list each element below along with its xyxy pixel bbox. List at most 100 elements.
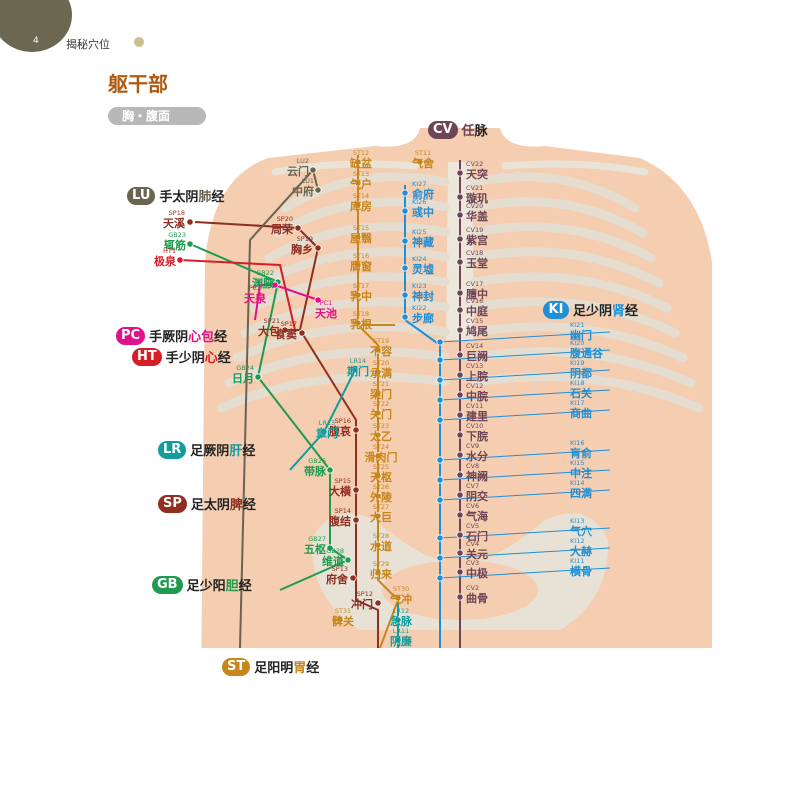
acupoint-SP14[interactable] [352, 516, 360, 524]
acupoint-KI18[interactable] [436, 396, 444, 404]
acupoint-CV14[interactable] [456, 351, 464, 359]
acupoint-ST30[interactable] [394, 594, 402, 602]
acupoint-CV16[interactable] [456, 306, 464, 314]
acupoint-ST14[interactable] [354, 201, 362, 209]
acupoint-ST20[interactable] [374, 368, 382, 376]
acupoint-CV13[interactable] [456, 371, 464, 379]
acupoint-CV10[interactable] [456, 431, 464, 439]
acupoint-SP15[interactable] [352, 486, 360, 494]
acupoint-LU2[interactable] [309, 166, 317, 174]
acupoint-CV5[interactable] [456, 531, 464, 539]
acupoint-name: 食窦 [275, 327, 297, 341]
acupoint-code: CV19 [466, 226, 483, 234]
acupoint-PC2[interactable] [271, 281, 279, 289]
acupoint-SP17[interactable] [298, 329, 306, 337]
acupoint-KI24[interactable] [401, 264, 409, 272]
acupoint-KI13[interactable] [436, 534, 444, 542]
acupoint-SP12[interactable] [374, 599, 382, 607]
acupoint-ST24[interactable] [374, 452, 382, 460]
acupoint-KI19[interactable] [436, 376, 444, 384]
acupoint-ST26[interactable] [374, 492, 382, 500]
acupoint-ST12[interactable] [354, 158, 362, 166]
acupoint-CV12[interactable] [456, 391, 464, 399]
acupoint-KI15[interactable] [436, 476, 444, 484]
acupoint-KI27[interactable] [401, 189, 409, 197]
acupoint-SP20[interactable] [294, 224, 302, 232]
acupoint-ST23[interactable] [374, 431, 382, 439]
acupoint-KI16[interactable] [436, 456, 444, 464]
acupoint-GB23[interactable] [186, 240, 194, 248]
acupoint-SP16[interactable] [352, 426, 360, 434]
acupoint-LR14[interactable] [351, 366, 359, 374]
acupoint-CV9[interactable] [456, 451, 464, 459]
acupoint-ST21[interactable] [374, 389, 382, 397]
acupoint-CV22[interactable] [456, 169, 464, 177]
acupoint-CV19[interactable] [456, 235, 464, 243]
acupoint-CV15[interactable] [456, 326, 464, 334]
acupoint-CV7[interactable] [456, 491, 464, 499]
acupoint-GB26[interactable] [326, 466, 334, 474]
acupoint-LR13[interactable] [320, 428, 328, 436]
acupoint-GB28[interactable] [344, 556, 352, 564]
acupoint-CV17[interactable] [456, 289, 464, 297]
acupoint-ST22[interactable] [374, 409, 382, 417]
acupoint-GB24[interactable] [254, 373, 262, 381]
acupoint-ST19[interactable] [374, 346, 382, 354]
acupoint-KI26[interactable] [401, 207, 409, 215]
acupoint-KI12[interactable] [436, 554, 444, 562]
acupoint-CV20[interactable] [456, 211, 464, 219]
acupoint-SP13[interactable] [349, 574, 357, 582]
acupoint-KI20[interactable] [436, 356, 444, 364]
acupoint-ST16[interactable] [354, 261, 362, 269]
acupoint-GB27[interactable] [326, 544, 334, 552]
acupoint-ST17[interactable] [354, 291, 362, 299]
acupoint-SP18[interactable] [186, 218, 194, 226]
acupoint-name: 阴交 [466, 489, 488, 503]
acupoint-KI11[interactable] [436, 574, 444, 582]
acupoint-name: 建里 [466, 409, 488, 423]
acupoint-CV2[interactable] [456, 593, 464, 601]
acupoint-ST11[interactable] [416, 158, 424, 166]
acupoint-CV18[interactable] [456, 258, 464, 266]
acupoint-LU1[interactable] [314, 186, 322, 194]
acupoint-ST13[interactable] [354, 179, 362, 187]
acupoint-SP19[interactable] [314, 244, 322, 252]
acupoint-KI21[interactable] [436, 338, 444, 346]
sub-tab-chest-abdomen[interactable]: 胸・腹面 [108, 107, 206, 125]
acupoint-CV11[interactable] [456, 411, 464, 419]
acupoint-LR12[interactable] [394, 616, 402, 624]
acupoint-KI23[interactable] [401, 291, 409, 299]
acupoint-KI22[interactable] [401, 313, 409, 321]
acupoint-ST25[interactable] [374, 472, 382, 480]
acupoint-ST27[interactable] [374, 512, 382, 520]
acupoint-SP21[interactable] [281, 326, 289, 334]
acupoint-KI14[interactable] [436, 496, 444, 504]
acupoint-ST15[interactable] [354, 233, 362, 241]
acupoint-ST28[interactable] [374, 541, 382, 549]
acupoint-PC1[interactable] [314, 296, 322, 304]
acupoint-CV6[interactable] [456, 511, 464, 519]
acupoint-HT1[interactable] [176, 256, 184, 264]
acupoint-CV21[interactable] [456, 193, 464, 201]
acupoint-CV8[interactable] [456, 471, 464, 479]
acupoint-KI25[interactable] [401, 237, 409, 245]
acupoint-name: 日月 [232, 372, 254, 385]
acupoint-CV3[interactable] [456, 568, 464, 576]
acupoint-CV4[interactable] [456, 549, 464, 557]
ki-leader-line [439, 449, 611, 461]
acupoint-LR11[interactable] [394, 636, 402, 644]
acupoint-ST31[interactable] [336, 616, 344, 624]
acupoint-name: 冲门 [351, 597, 373, 611]
acupoint-ST29[interactable] [374, 569, 382, 577]
acupoint-ST18[interactable] [354, 319, 362, 327]
acupoint-KI17[interactable] [436, 416, 444, 424]
